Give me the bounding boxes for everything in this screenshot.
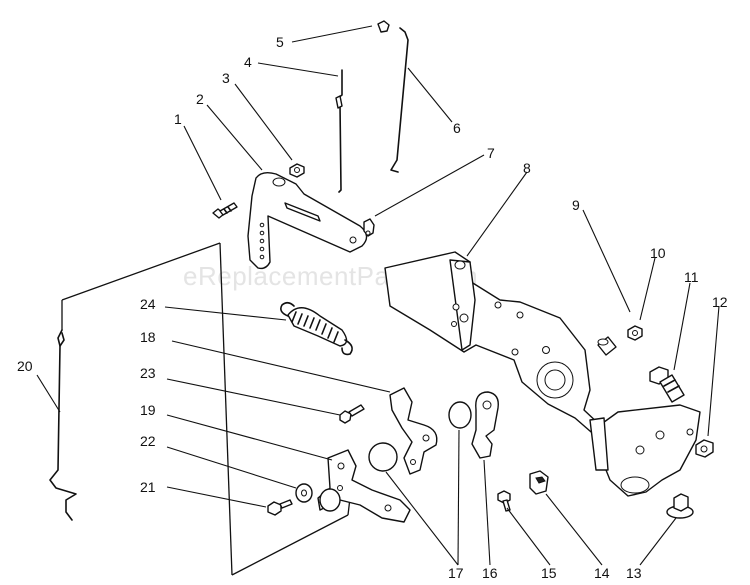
part-10-nut [627, 325, 643, 341]
callout-17: 17 [448, 565, 464, 581]
callout-16: 16 [482, 565, 498, 581]
callout-13: 13 [626, 565, 642, 581]
part-5-clip [377, 20, 390, 33]
part-8-control-bracket [384, 251, 701, 497]
callout-14: 14 [594, 565, 610, 581]
callout-5: 5 [276, 34, 284, 50]
callout-24: 24 [140, 296, 156, 312]
leader-lines [36, 25, 720, 566]
part-16-governor-lever [471, 391, 499, 459]
part-9-pin [597, 336, 617, 356]
part-2-control-lever [247, 171, 368, 270]
part-19-lower-lever [317, 449, 411, 523]
part-11-bolt [649, 366, 685, 403]
part-20-governor-rod [49, 329, 77, 521]
part-22-washer [295, 483, 313, 503]
callout-21: 21 [140, 479, 156, 495]
part-6-throttle-rod [390, 27, 409, 173]
part-17-washers [368, 401, 472, 472]
callout-3: 3 [222, 70, 230, 86]
callout-23: 23 [140, 365, 156, 381]
part-24-spring [280, 301, 353, 356]
part-14-clip [529, 470, 549, 495]
part-13-flange-bolt [666, 493, 694, 519]
callout-18: 18 [140, 329, 156, 345]
callout-labels: 1 2 3 4 5 6 7 8 9 10 11 12 13 14 15 16 1… [17, 34, 728, 581]
part-21-screw [267, 499, 293, 516]
callout-8: 8 [523, 160, 531, 176]
callout-19: 19 [140, 402, 156, 418]
callout-15: 15 [541, 565, 557, 581]
callout-11: 11 [684, 269, 699, 285]
part-15-screw [497, 490, 511, 512]
part-23-screw [339, 404, 365, 424]
callout-7: 7 [487, 145, 495, 161]
part-1-bolt [212, 202, 238, 219]
callout-2: 2 [196, 91, 204, 107]
callout-4: 4 [244, 54, 252, 70]
assembly-bracket [61, 242, 351, 576]
part-7-spring-clip [363, 218, 375, 237]
callout-10: 10 [650, 245, 666, 261]
callout-6: 6 [453, 120, 461, 136]
callout-9: 9 [572, 197, 580, 213]
part-3-nut [289, 163, 305, 178]
callout-1: 1 [174, 111, 182, 127]
callout-22: 22 [140, 433, 156, 449]
part-12-nut [695, 439, 714, 458]
callout-12: 12 [712, 294, 728, 310]
part-4-link-rod [335, 69, 343, 193]
part-18-throttle-lever [389, 387, 438, 475]
callout-20: 20 [17, 358, 33, 374]
